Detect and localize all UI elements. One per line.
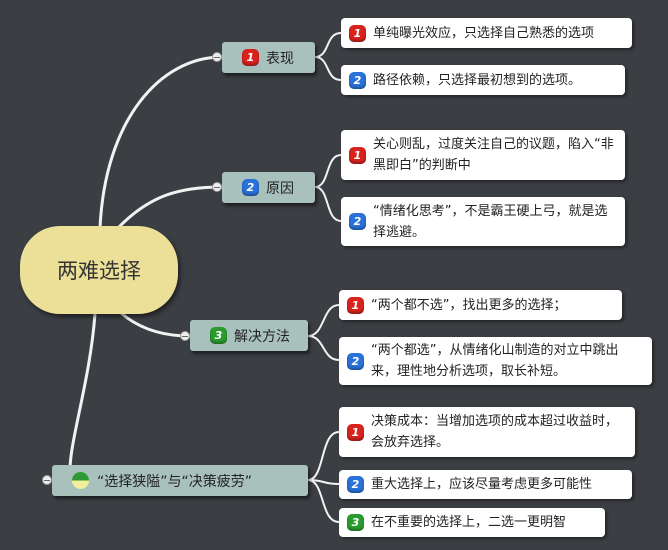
- branch-node-performance[interactable]: 1 表现: [222, 42, 315, 73]
- collapse-toggle[interactable]: [180, 331, 190, 341]
- leaf-text: 决策成本：当增加选项的成本超过收益时，会放弃选择。: [371, 414, 619, 450]
- central-topic-label: 两难选择: [57, 259, 141, 283]
- collapse-toggle[interactable]: [42, 475, 52, 485]
- leaf-node[interactable]: 1 单纯曝光效应，只选择自己熟悉的选项: [341, 18, 632, 48]
- connector-central-b4: [68, 313, 97, 471]
- connector-central-b1: [98, 55, 223, 229]
- priority-1-icon: 1: [347, 296, 364, 314]
- connector-central-b3: [118, 310, 191, 338]
- leaf-text: 单纯曝光效应，只选择自己熟悉的选项: [373, 25, 595, 41]
- leaf-node[interactable]: 1 决策成本：当增加选项的成本超过收益时，会放弃选择。: [339, 407, 635, 457]
- priority-1-icon: 1: [347, 423, 364, 441]
- priority-1-icon: 1: [349, 24, 366, 42]
- priority-3-icon: 3: [210, 327, 227, 344]
- leaf-text: 路径依赖，只选择最初想到的选项。: [373, 72, 582, 88]
- leaf-text: 重大选择上，应该尽量考虑更多可能性: [371, 477, 593, 492]
- branch-label: 表现: [266, 50, 294, 67]
- branch-label: 原因: [266, 180, 294, 197]
- leaf-node[interactable]: 1 关心则乱，过度关注自己的议题，陷入“非黑即白”的判断中: [341, 130, 625, 180]
- leaf-text: 在不重要的选择上，二选一更明智: [371, 515, 567, 530]
- branch-label: “选择狭隘”与“决策疲劳”: [97, 473, 253, 490]
- leaf-node[interactable]: 1 “两个都不选”，找出更多的选择；: [339, 290, 622, 320]
- priority-1-icon: 1: [242, 49, 259, 66]
- leaf-text: 关心则乱，过度关注自己的议题，陷入“非黑即白”的判断中: [373, 137, 614, 173]
- collapse-toggle[interactable]: [212, 182, 222, 192]
- leaf-node[interactable]: 2 重大选择上，应该尽量考虑更多可能性: [339, 470, 632, 499]
- leaf-node[interactable]: 2 路径依赖，只选择最初想到的选项。: [341, 65, 625, 95]
- priority-2-icon: 2: [349, 71, 366, 89]
- branch-label: 解决方法: [234, 328, 290, 345]
- leaf-text: “情绪化思考”，不是霸王硬上弓，就是选择逃避。: [373, 203, 608, 240]
- priority-2-icon: 2: [347, 476, 364, 493]
- collapse-toggle[interactable]: [212, 52, 222, 62]
- branch-node-narrow-choice[interactable]: “选择狭隘”与“决策疲劳”: [52, 465, 308, 496]
- branch-node-solution[interactable]: 3 解决方法: [190, 320, 308, 351]
- leaf-text: “两个都不选”，找出更多的选择；: [371, 297, 567, 313]
- connector-central-b2: [116, 185, 223, 230]
- priority-2-icon: 2: [347, 352, 364, 370]
- priority-2-icon: 2: [349, 213, 366, 230]
- priority-3-icon: 3: [347, 514, 364, 531]
- leaf-node[interactable]: 2 “情绪化思考”，不是霸王硬上弓，就是选择逃避。: [341, 197, 625, 246]
- priority-1-icon: 1: [349, 146, 366, 164]
- leaf-text: “两个都选”，从情绪化山制造的对立中跳出来，理性地分析选项，取长补短。: [371, 343, 619, 379]
- leaf-node[interactable]: 3 在不重要的选择上，二选一更明智: [339, 508, 605, 537]
- branch-node-cause[interactable]: 2 原因: [222, 172, 315, 203]
- central-topic[interactable]: 两难选择: [20, 226, 178, 314]
- priority-2-icon: 2: [242, 179, 259, 196]
- half-progress-icon: [72, 472, 89, 489]
- leaf-node[interactable]: 2 “两个都选”，从情绪化山制造的对立中跳出来，理性地分析选项，取长补短。: [339, 337, 652, 385]
